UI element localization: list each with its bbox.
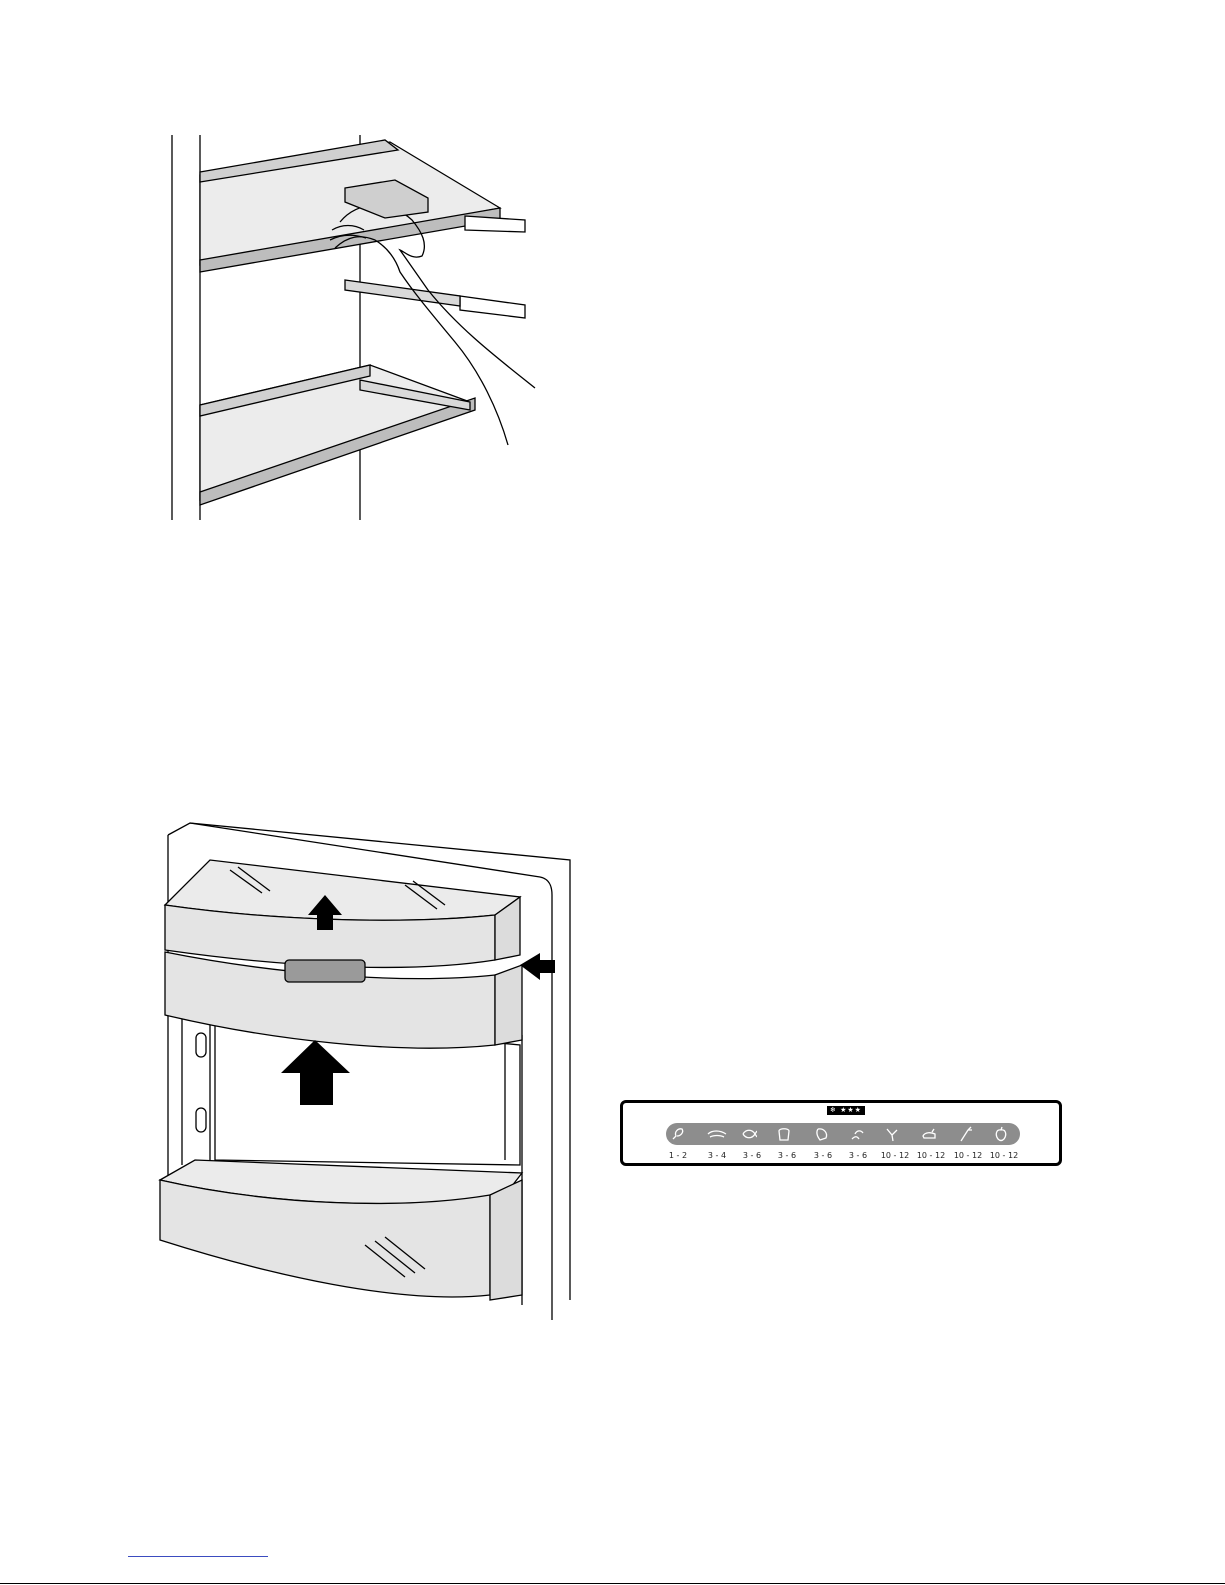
storage-label-fruit: 10 - 12: [984, 1151, 1024, 1161]
storage-label-poultry: 1 - 2: [658, 1151, 698, 1161]
drawer-removal-illustration: [150, 815, 590, 1335]
storage-label-sausage: 3 - 4: [697, 1151, 737, 1161]
storage-label-bread: 3 - 6: [767, 1151, 807, 1161]
shelf-removal-drawing: [160, 120, 560, 530]
page-bottom-line: [0, 1583, 1225, 1584]
footer-rule: [128, 1556, 268, 1557]
pork-icon: [884, 1126, 900, 1142]
fruit-icon: [993, 1126, 1009, 1142]
meat-icon: [814, 1126, 830, 1142]
bread-icon: [776, 1126, 792, 1142]
fish-icon: [741, 1126, 757, 1142]
storage-label-pork: 10 - 12: [875, 1151, 915, 1161]
vegetable-icon: [957, 1126, 973, 1142]
storage-label-vegetable: 10 - 12: [948, 1151, 988, 1161]
drawer-removal-drawing: [150, 815, 590, 1335]
storage-label-fish: 3 - 6: [732, 1151, 772, 1161]
shellfish-icon: [849, 1126, 865, 1142]
sausage-icon: [706, 1126, 728, 1142]
storage-time-panel: ❄ ★★★ 1 - 2 3 - 4 3 - 6 3 - 6 3 - 6 3 - …: [620, 1100, 1070, 1178]
storage-label-beef: 10 - 12: [911, 1151, 951, 1161]
poultry-icon: [670, 1126, 686, 1142]
beef-icon: [921, 1126, 937, 1142]
panel-header: ❄ ★★★: [827, 1106, 865, 1115]
storage-label-shellfish: 3 - 6: [838, 1151, 878, 1161]
storage-label-meat: 3 - 6: [803, 1151, 843, 1161]
shelf-removal-illustration: [160, 120, 560, 530]
